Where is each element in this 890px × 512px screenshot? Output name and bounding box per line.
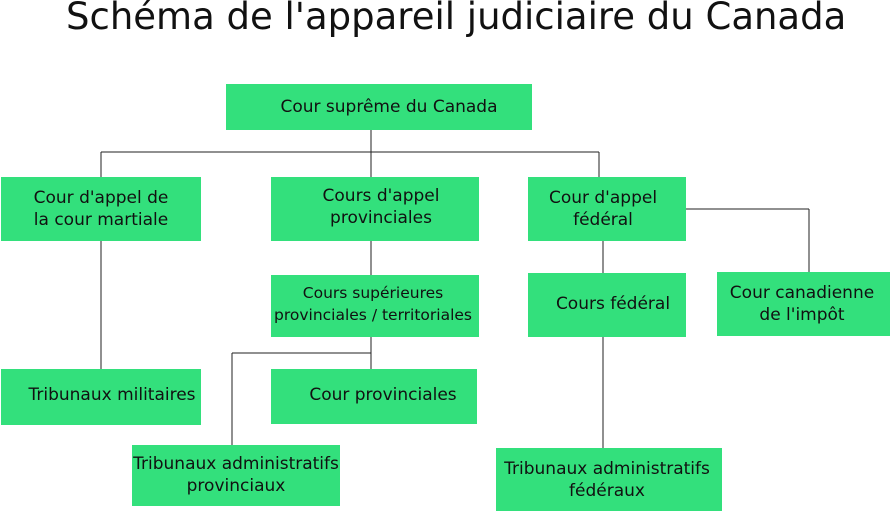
label-provincial-courts: Cour provinciales — [309, 385, 457, 405]
node-federal-appeal — [528, 177, 686, 241]
node-court-martial-appeal — [1, 177, 201, 241]
node-federal-court — [528, 273, 686, 337]
label-superior-courts: Cours supérieures provinciales / territo… — [273, 284, 473, 324]
node-provincial-admin-tribunals — [132, 445, 340, 506]
label-federal-admin-tribunals: Tribunaux administratifs fédéraux — [504, 459, 710, 501]
node-supreme-court — [226, 84, 532, 130]
label-military-tribunals: Tribunaux militaires — [28, 385, 196, 405]
diagram-title: Schéma de l'appareil judiciaire du Canad… — [66, 0, 847, 38]
label-supreme-court: Cour suprême du Canada — [280, 97, 498, 117]
node-superior-courts — [271, 275, 479, 337]
label-tax-court: Cour canadienne de l'impôt — [729, 283, 875, 325]
label-provincial-appeal: Cours d'appel provinciales — [322, 186, 440, 228]
label-provincial-admin-tribunals: Tribunaux administratifs provinciaux — [133, 454, 339, 496]
label-federal-appeal: Cour d'appel fédéral — [548, 188, 658, 230]
label-federal-court: Cours fédéral — [555, 294, 671, 314]
node-military-tribunals — [1, 369, 201, 425]
node-federal-admin-tribunals — [496, 448, 722, 511]
node-provincial-courts — [271, 369, 477, 424]
node-provincial-appeal — [271, 177, 479, 241]
label-court-martial-appeal: Cour d'appel de la cour martiale — [33, 188, 169, 230]
node-tax-court — [717, 272, 890, 336]
